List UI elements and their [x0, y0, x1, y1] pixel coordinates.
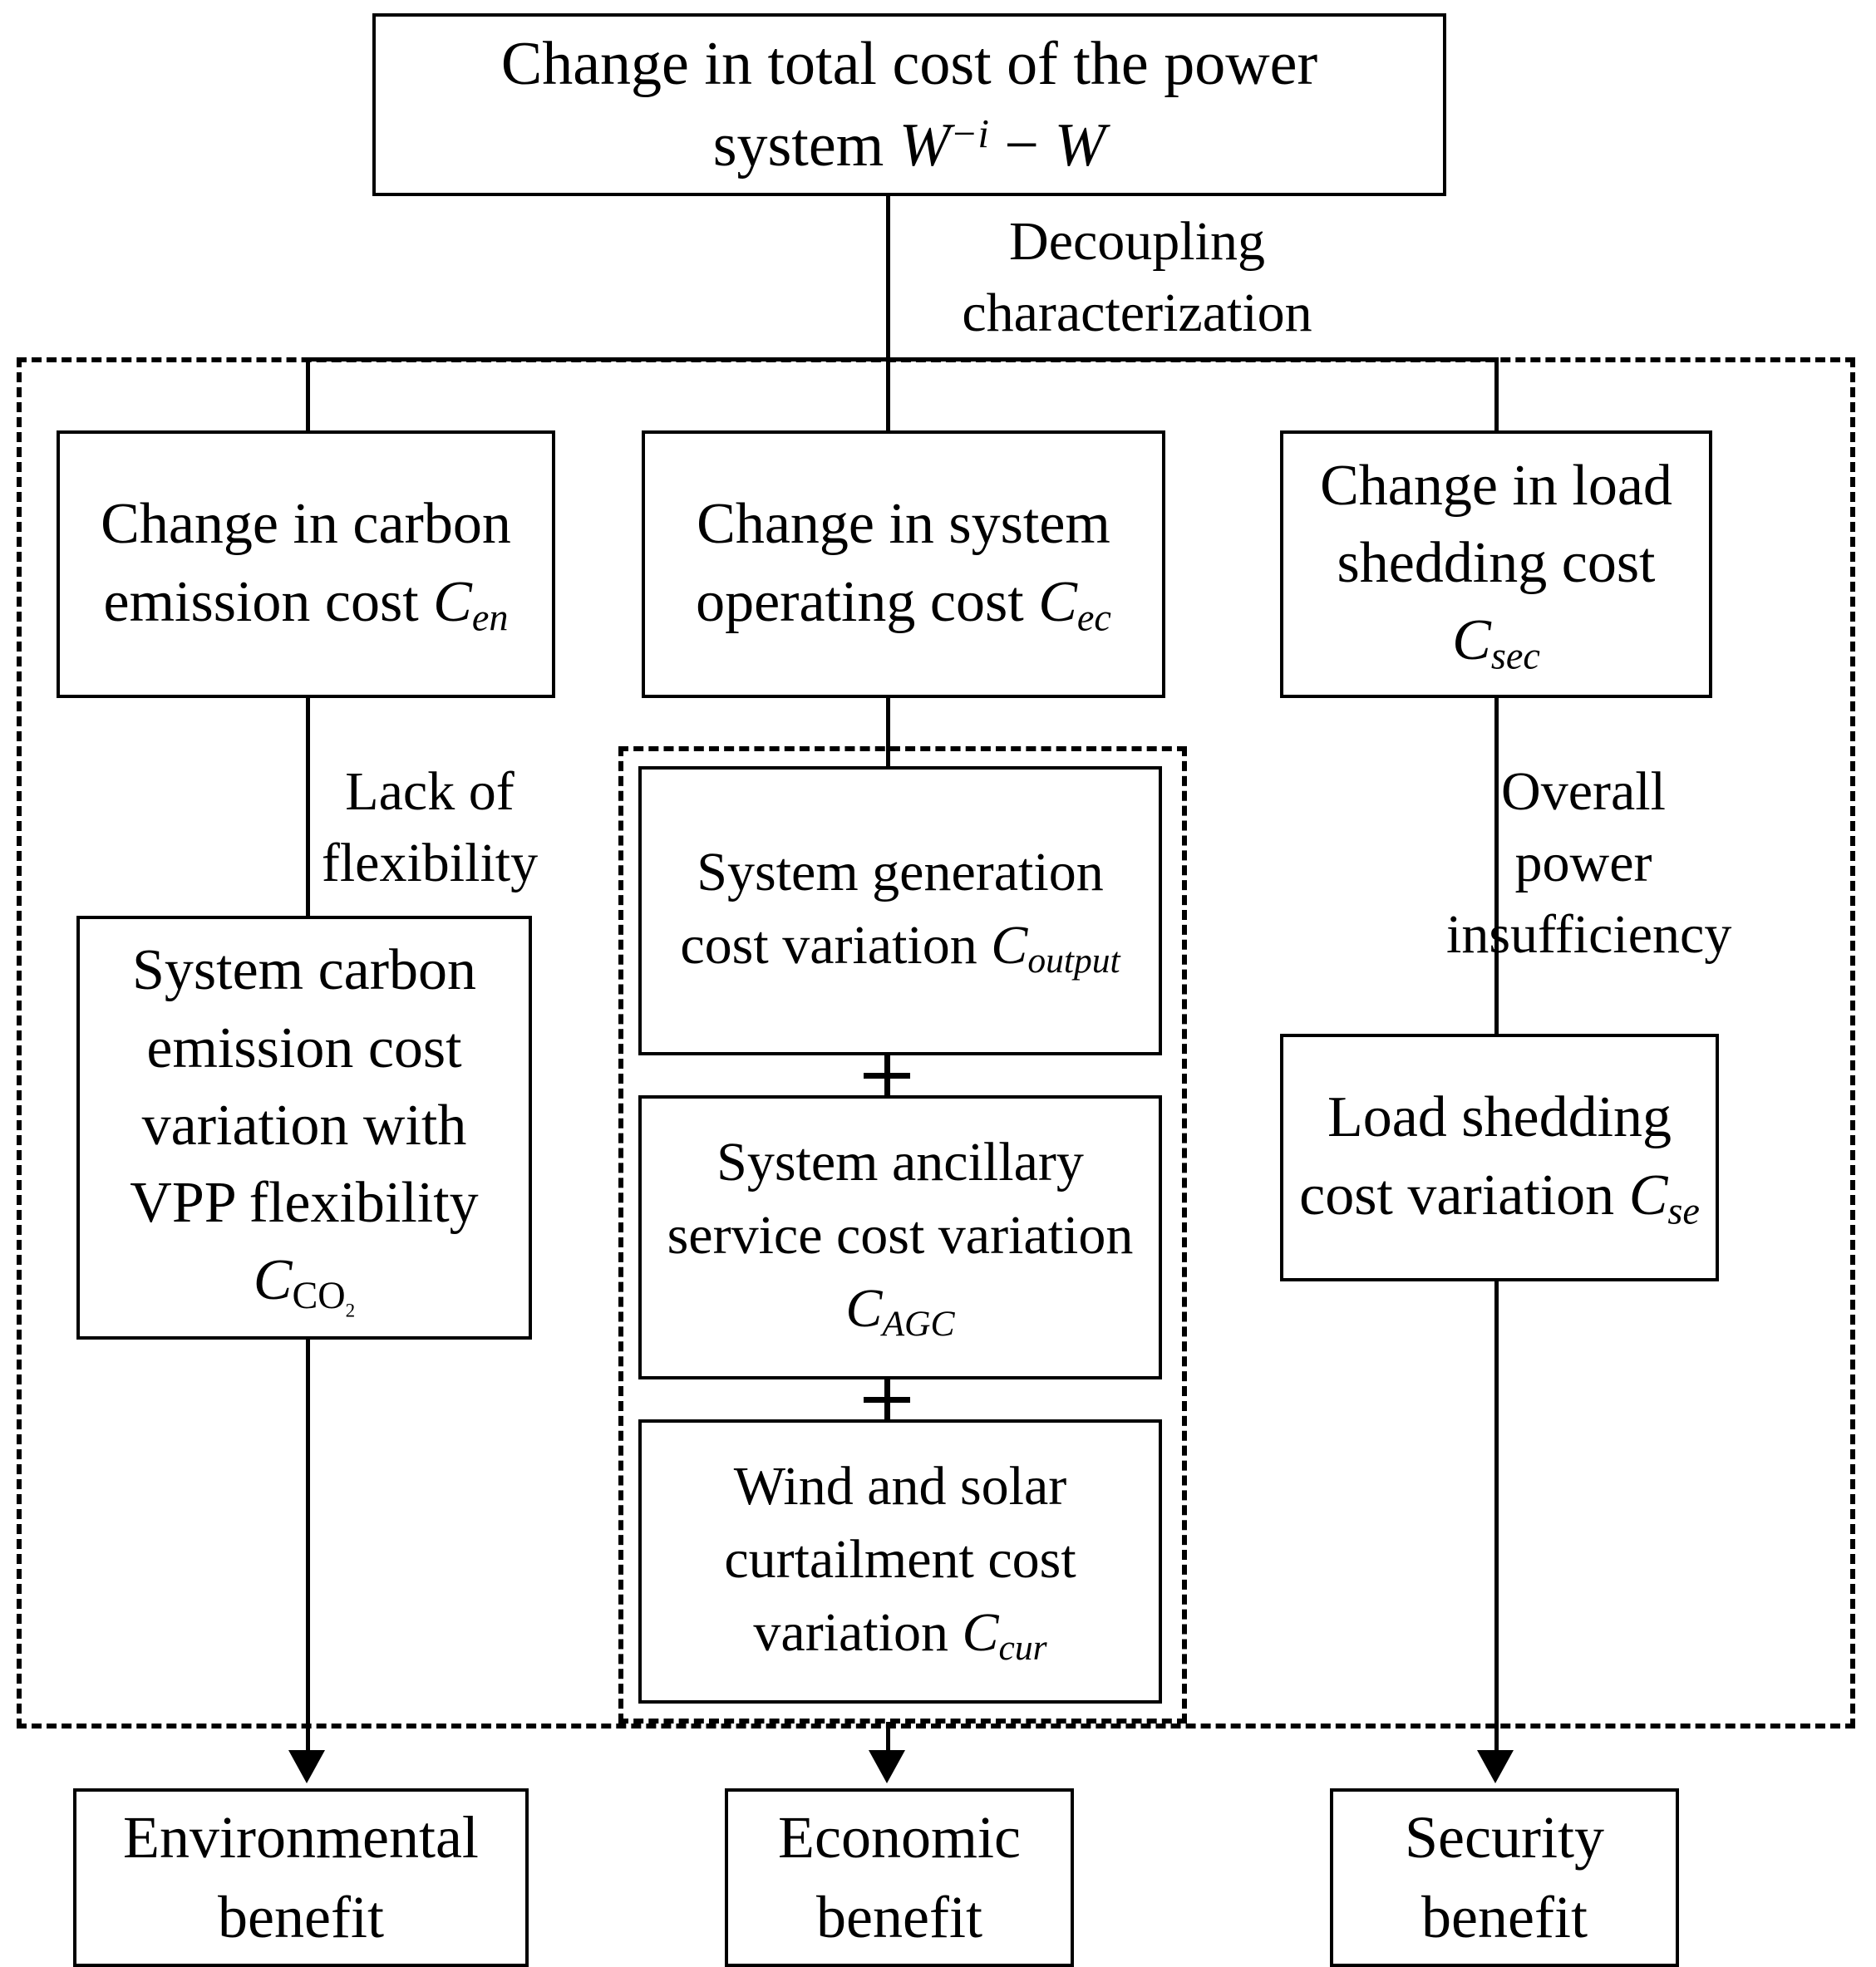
- system-operating-cost-label: Change in system operating cost Cec: [696, 492, 1111, 639]
- plus-operator-2: [864, 1376, 910, 1423]
- carbon-emission-variation-label: System carbon emission cost variation wi…: [130, 938, 479, 1321]
- operating-cost-group-boundary: [618, 746, 1187, 1724]
- carbon-emission-cost-label: Change in carbon emission cost Cen: [101, 492, 511, 639]
- plus-operator-1: [864, 1052, 910, 1099]
- shedding-to-se-connector: [1494, 698, 1499, 1037]
- carbon-to-co2-connector: [306, 698, 310, 917]
- total-cost-change-label: Change in total cost of the power system…: [500, 29, 1318, 179]
- ancillary-service-cost-variation-box[interactable]: System ancillary service cost variation …: [638, 1095, 1162, 1379]
- curtailment-cost-variation-label: Wind and solar curtailment cost variatio…: [724, 1456, 1076, 1668]
- generation-cost-variation-label: System generation cost variation Coutput: [680, 842, 1120, 981]
- se-to-security-connector: [1494, 1280, 1499, 1753]
- lack-of-flexibility-label: Lack of flexibility: [321, 761, 539, 893]
- ancillary-service-cost-variation-label: System ancillary service cost variation …: [667, 1132, 1134, 1344]
- arrow-to-environmental: [288, 1750, 325, 1783]
- load-shedding-variation-box[interactable]: Load shedding cost variation Cse: [1280, 1034, 1719, 1281]
- carbon-emission-variation-box[interactable]: System carbon emission cost variation wi…: [76, 916, 532, 1340]
- group-to-economic-connector: [886, 1722, 890, 1755]
- co2-to-environmental-connector: [306, 1338, 310, 1753]
- trunk-connector: [886, 196, 890, 465]
- curtailment-cost-variation-box[interactable]: Wind and solar curtailment cost variatio…: [638, 1419, 1162, 1704]
- load-shedding-cost-box[interactable]: Change in load shedding cost Csec: [1280, 430, 1712, 698]
- branch-connector-left: [306, 357, 310, 432]
- total-cost-change-box[interactable]: Change in total cost of the power system…: [372, 13, 1446, 196]
- arrow-to-economic: [869, 1750, 905, 1783]
- branch-connector-right: [1494, 357, 1499, 432]
- load-shedding-cost-label: Change in load shedding cost Csec: [1320, 453, 1672, 677]
- load-shedding-variation-label: Load shedding cost variation Cse: [1299, 1085, 1700, 1232]
- generation-cost-variation-box[interactable]: System generation cost variation Coutput: [638, 766, 1162, 1055]
- distribution-bus: [306, 357, 1498, 361]
- system-operating-cost-box[interactable]: Change in system operating cost Cec: [642, 430, 1165, 698]
- operating-to-group-connector: [886, 698, 890, 770]
- decoupling-characterization-label: Decoupling characterization: [962, 211, 1312, 343]
- branch-connector-middle: [886, 357, 890, 432]
- carbon-emission-cost-box[interactable]: Change in carbon emission cost Cen: [57, 430, 555, 698]
- overall-power-insufficiency-label: Overall power insufficiency: [1446, 761, 1732, 965]
- arrow-to-security: [1477, 1750, 1514, 1783]
